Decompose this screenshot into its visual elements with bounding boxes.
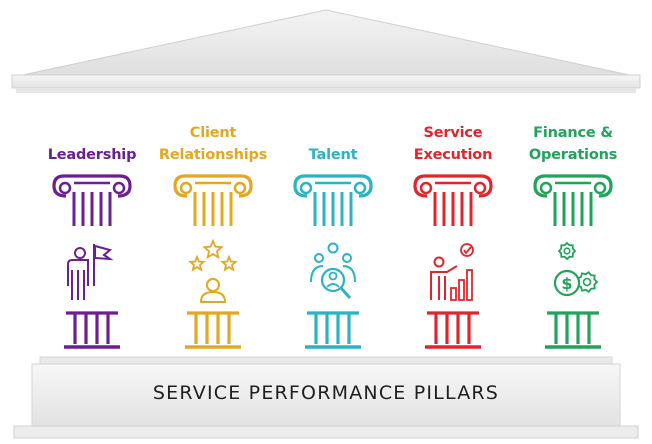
pillar-capital	[52, 174, 132, 226]
pillar-leadership	[52, 174, 132, 349]
pillar-capital	[413, 174, 493, 226]
pillar-title-talent: Talent	[308, 147, 358, 163]
pillar-base	[305, 311, 361, 349]
pillar-capital	[533, 174, 613, 226]
roof-pediment	[17, 9, 635, 77]
presenter-chart-checkmark-icon	[430, 243, 474, 301]
pillar-service-execution	[413, 174, 493, 349]
base-step-bottom	[13, 425, 639, 439]
pillar-title-service-execution: Service Execution	[413, 125, 493, 163]
pillar-base	[64, 311, 120, 349]
base-plinth	[31, 363, 621, 427]
roof-underside	[16, 88, 636, 93]
pillar-capital	[173, 174, 253, 226]
roof-cornice	[11, 74, 641, 89]
pillar-base	[425, 311, 481, 349]
pillar-title-client-relationships: Client Relationships	[158, 125, 268, 163]
base-label: SERVICE PERFORMANCE PILLARS	[152, 382, 500, 404]
pillar-base	[185, 311, 241, 349]
pillar-finance-operations: $	[533, 174, 613, 349]
svg-text:$: $	[561, 274, 572, 293]
pillar-talent	[293, 174, 373, 349]
person-with-flag-icon	[67, 244, 114, 300]
pillar-client-relationships	[173, 174, 253, 349]
team-magnifier-icon	[310, 242, 356, 300]
pillar-capital	[293, 174, 373, 226]
person-with-stars-icon	[188, 238, 238, 303]
pillar-title-finance-operations: Finance & Operations	[528, 125, 618, 163]
dollar-coin-gears-icon: $	[553, 241, 599, 297]
pillar-title-leadership: Leadership	[47, 147, 137, 163]
pillar-base	[545, 311, 601, 349]
